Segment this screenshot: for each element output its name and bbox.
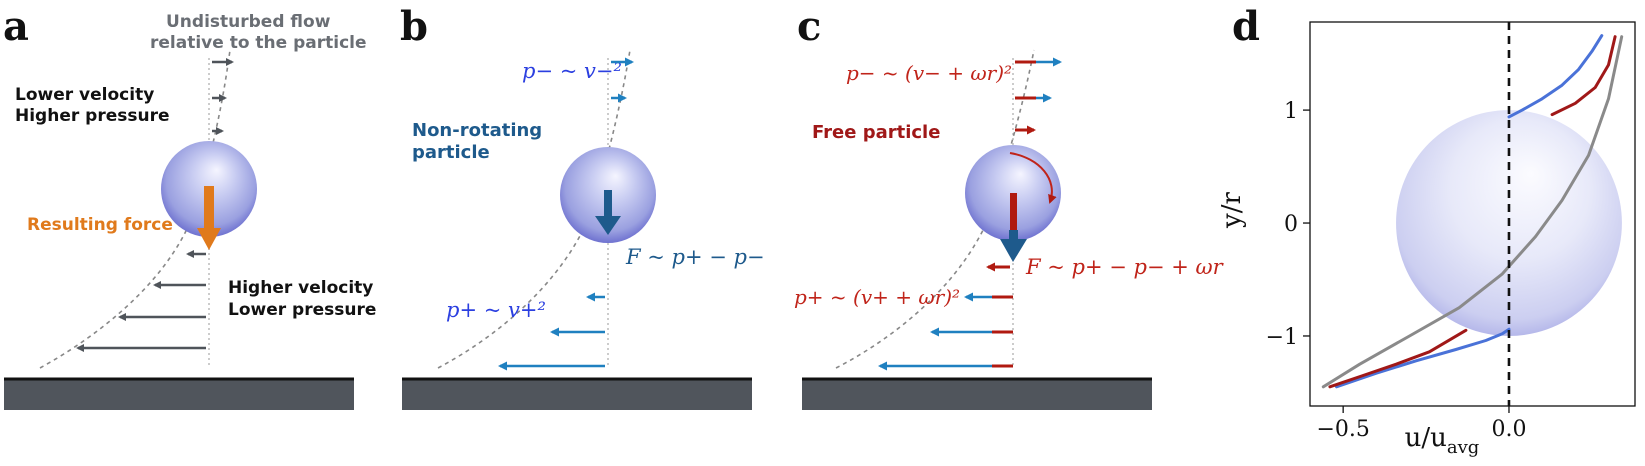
lower-pressure-label: Lower pressure — [228, 300, 376, 320]
p-minus-formula: p− ~ (v− + ωr)² — [846, 61, 1012, 85]
y-tick-label: −1 — [1266, 325, 1298, 350]
panel-a: a Undisturbed flow relative to the parti… — [3, 3, 376, 410]
chart-axes: −0.5 0.0 −1 0 1 — [1266, 99, 1527, 442]
free-particle-label: Free particle — [812, 122, 940, 143]
panel-b: b p− ~ v−² Non-rotating particle F ~ p+ … — [400, 3, 765, 410]
p-minus-formula: p− ~ v−² — [522, 59, 622, 83]
flow-note-line2: relative to the particle — [150, 33, 367, 53]
ground-block — [802, 378, 1152, 410]
force-arrow-shaft-red — [1010, 193, 1017, 233]
series-line — [1550, 35, 1617, 117]
y-tick-label: 0 — [1284, 212, 1298, 237]
force-arrow-shaft — [604, 190, 612, 218]
higher-velocity-label: Higher velocity — [228, 278, 373, 298]
force-arrow-head — [197, 228, 221, 250]
flow-note-line1: Undisturbed flow — [166, 12, 331, 32]
x-tick-label: −0.5 — [1316, 417, 1369, 442]
force-formula: F ~ p+ − p− + ωr — [1025, 255, 1225, 279]
force-arrow-head — [595, 216, 621, 235]
y-axis-label: y/r — [1217, 191, 1247, 228]
x-axis-label: u/uavg — [1405, 423, 1480, 458]
panel-letter-c: c — [797, 3, 821, 50]
series-line — [1328, 328, 1468, 389]
chart-series-layer — [1321, 22, 1624, 406]
force-arrow-head — [1000, 239, 1027, 262]
panel-c: c p− ~ (v− + ωr)² Free particle F ~ p+ −… — [794, 3, 1225, 410]
higher-pressure-label: Higher pressure — [15, 106, 170, 126]
x-axis-label-sub: avg — [1447, 437, 1479, 458]
panel-letter-b: b — [400, 3, 428, 50]
ground-block — [402, 378, 752, 410]
series-line — [1507, 34, 1604, 119]
non-rotating-label-line2: particle — [412, 142, 490, 163]
panel-letter-d: d — [1232, 3, 1260, 50]
x-axis-label-main: u/u — [1405, 423, 1447, 453]
lower-velocity-label: Lower velocity — [15, 85, 154, 105]
series-line — [1335, 327, 1511, 389]
chart-frame — [1309, 21, 1636, 407]
x-tick-label: 0.0 — [1491, 417, 1526, 442]
force-formula: F ~ p+ − p− — [625, 245, 765, 269]
y-tick-label: 1 — [1284, 99, 1298, 124]
series-line — [1321, 35, 1624, 389]
ground-block — [4, 378, 354, 410]
panel-letter-a: a — [3, 3, 29, 50]
panel-d: d −0.5 0.0 −1 0 1 y/r u/uavg — [1217, 3, 1636, 458]
p-plus-formula: p+ ~ v+² — [446, 298, 546, 322]
p-plus-formula: p+ ~ (v+ + ωr)² — [794, 285, 960, 309]
non-rotating-label-line1: Non-rotating — [412, 120, 542, 141]
force-arrow-shaft — [204, 186, 214, 230]
force-arrow-shaft-blue — [1009, 230, 1018, 240]
resulting-force-label: Resulting force — [27, 215, 173, 235]
rotation-arrow — [1009, 152, 1057, 204]
